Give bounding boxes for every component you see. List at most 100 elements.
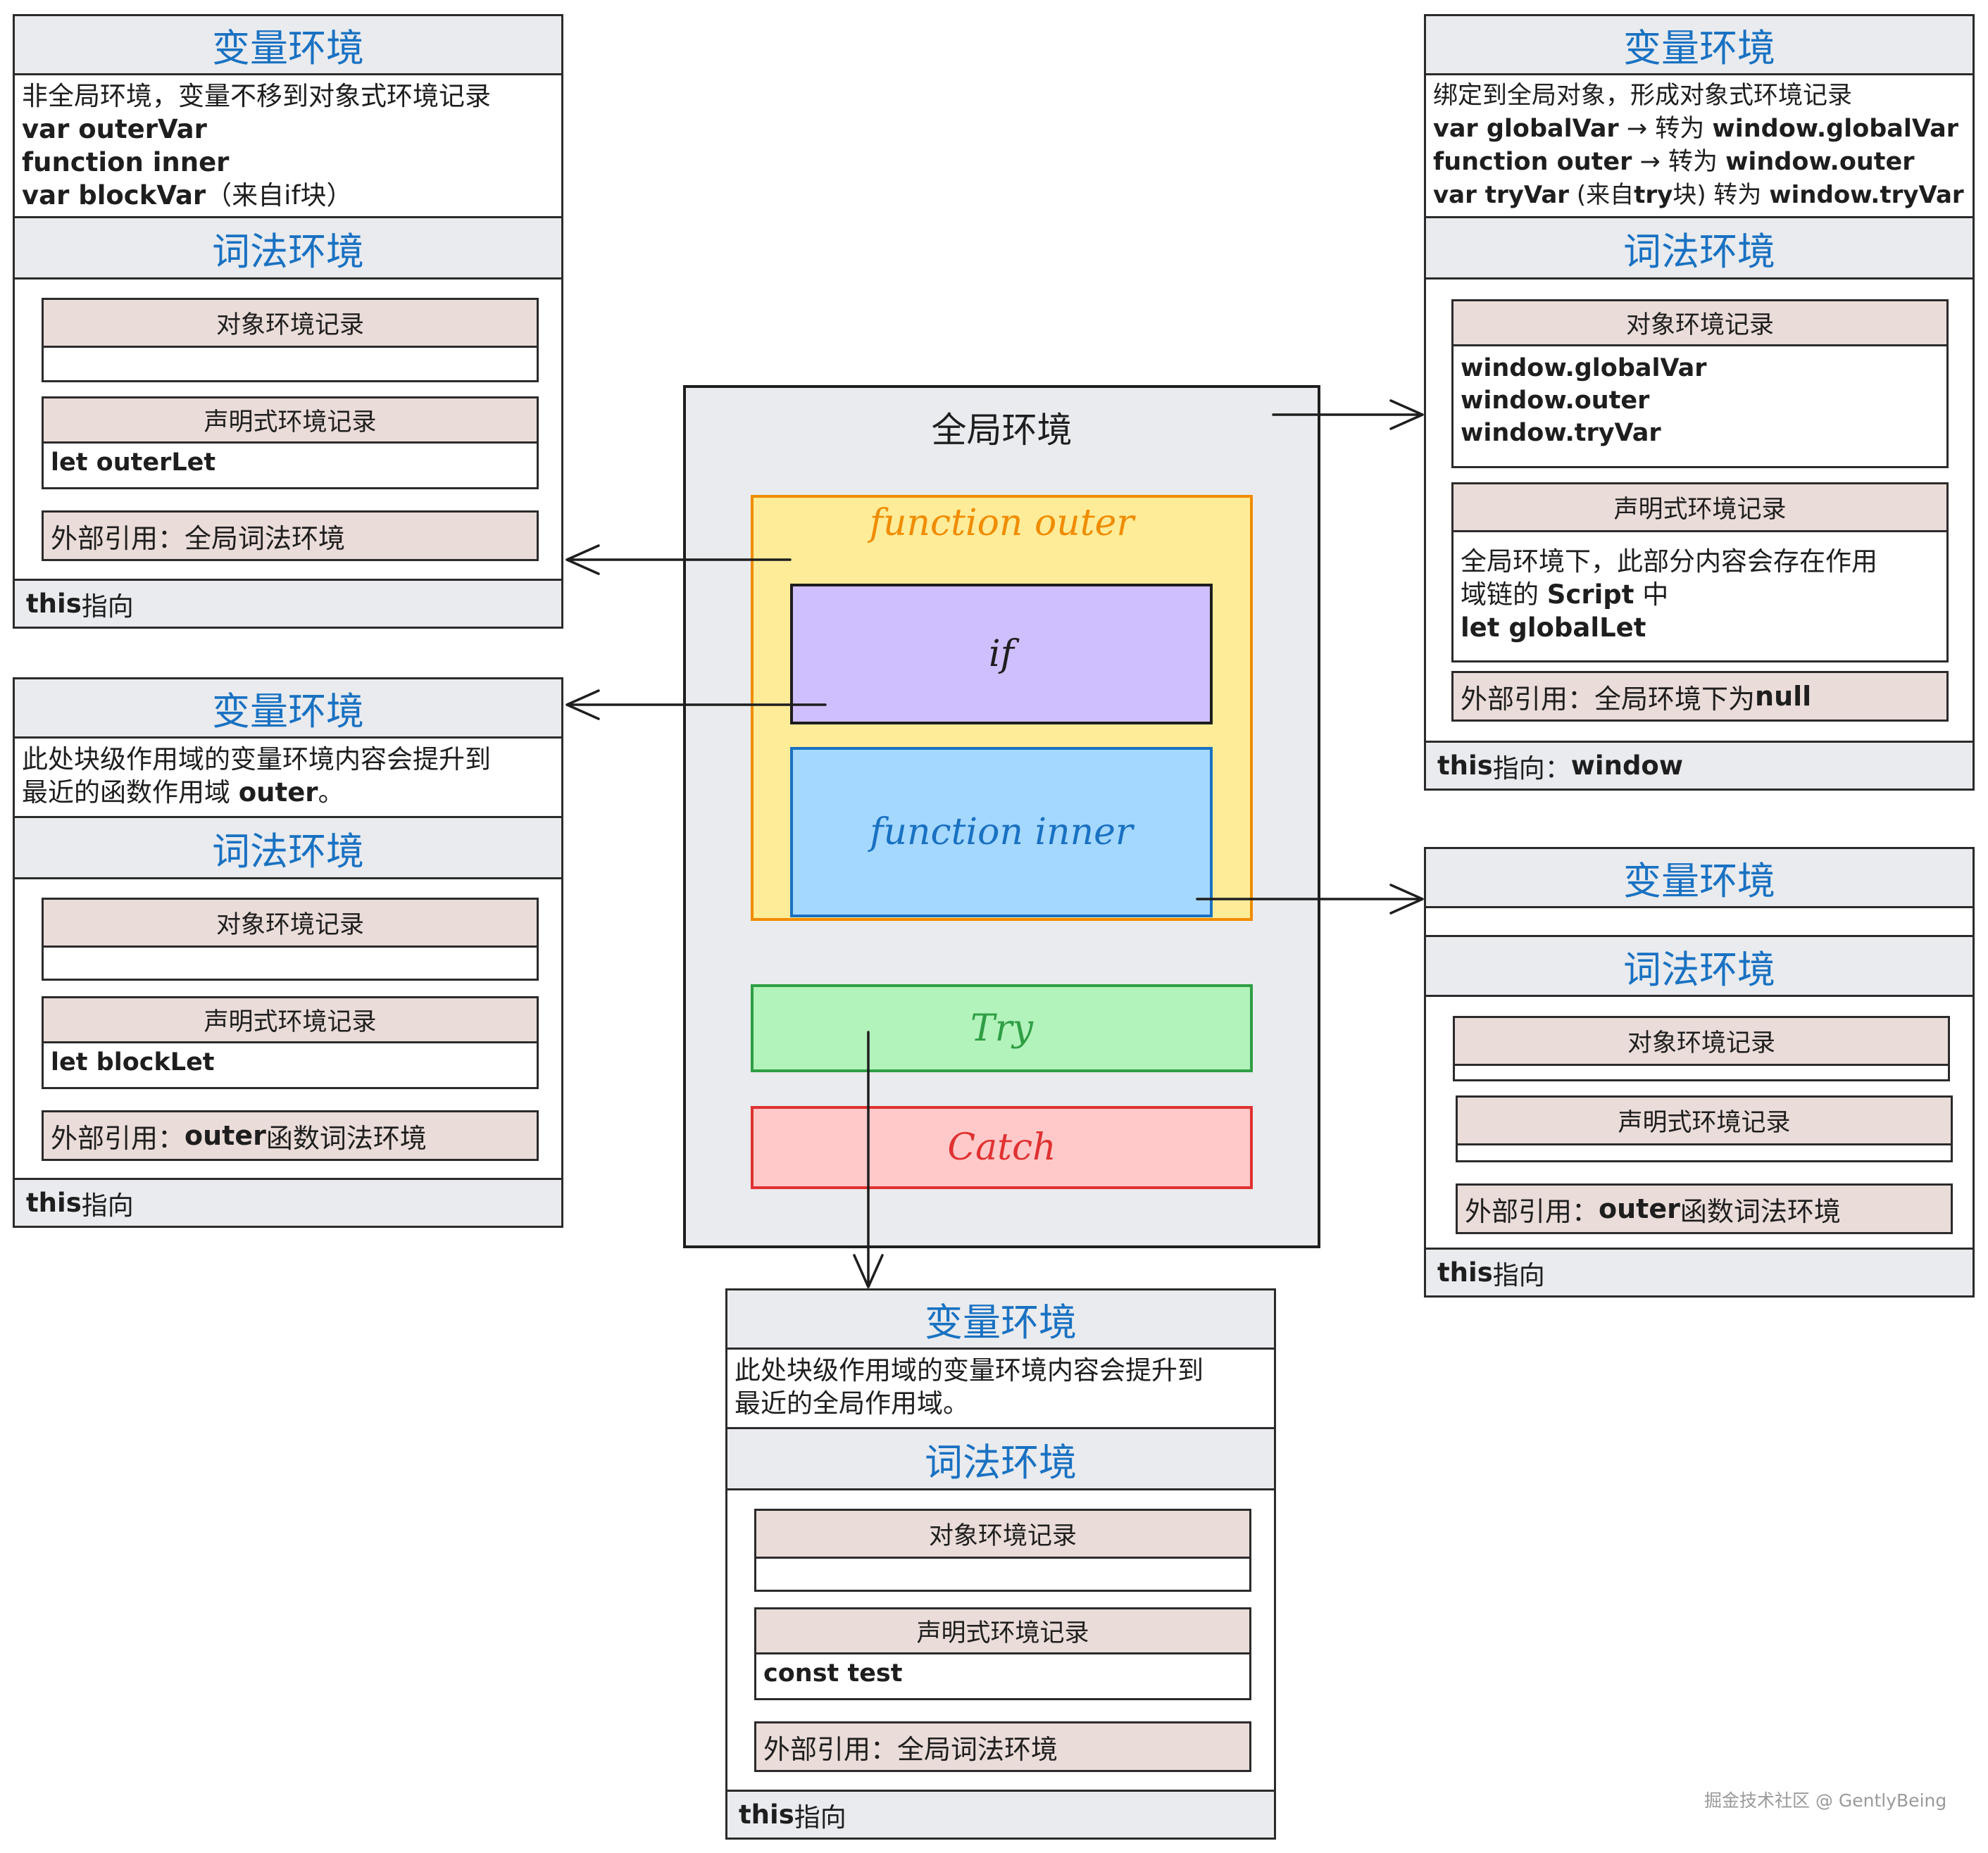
decl-desc-line2: 域链的 — [1461, 579, 1547, 610]
object-record-header: 对象环境记录 — [44, 300, 537, 348]
window-globalvar: window.globalVar — [1712, 115, 1958, 143]
object-record-header: 对象环境记录 — [44, 900, 537, 948]
window-tryvar: window.tryVar — [1769, 181, 1964, 209]
this-label: 指向 — [1492, 1260, 1545, 1290]
decl-desc-end: 中 — [1634, 579, 1669, 610]
lexical-env-title: 词法环境 — [727, 1427, 1274, 1490]
this-keyword: this — [1437, 750, 1493, 781]
object-record-header: 对象环境记录 — [756, 1511, 1249, 1559]
outer-ref-label: 外部引用：全局环境下为 — [1461, 683, 1756, 715]
this-binding-row: this 指向 — [1426, 1248, 1973, 1295]
obj-window-outer: window.outer — [1461, 387, 1650, 415]
object-record-header: 对象环境记录 — [1455, 1018, 1948, 1066]
function-outer-box[interactable]: function outer if function inner — [751, 495, 1253, 921]
window-outer: window.outer — [1725, 148, 1915, 176]
this-binding-row: this 指向：window — [1426, 741, 1973, 789]
this-window: window — [1570, 750, 1684, 781]
tryvar-from: (来自 — [1569, 181, 1634, 209]
declarative-record-header: 声明式环境记录 — [1454, 484, 1946, 532]
object-record: 对象环境记录 — [42, 298, 539, 382]
object-record: 对象环境记录 — [754, 1509, 1251, 1592]
tryvar-try: try — [1634, 181, 1673, 209]
lexical-env-title: 词法环境 — [1426, 216, 1973, 279]
arrow-global-to-global-env — [1272, 399, 1424, 430]
arrow-outer-to-outer-env — [565, 544, 792, 575]
lexical-env-title: 词法环境 — [15, 816, 561, 879]
arrow-try-to-try-env — [853, 1031, 884, 1288]
var-blockvar: var blockVar — [22, 180, 206, 211]
global-environment-box: 全局环境 function outer if function inner Tr… — [683, 385, 1320, 1248]
watermark: 掘金技术社区 @ GentlyBeing — [1704, 1790, 1947, 1811]
variable-env-desc: 非全局环境，变量不移到对象式环境记录 — [22, 81, 491, 111]
outer-reference: 外部引用：全局环境下为 null — [1451, 671, 1949, 722]
declarative-record: 声明式环境记录 const test — [754, 1607, 1251, 1700]
lexical-env-title: 词法环境 — [15, 216, 561, 279]
try-block-env-panel: 变量环境 此处块级作用域的变量环境内容会提升到 最近的全局作用域。 词法环境 对… — [725, 1288, 1276, 1840]
var-globalvar: var globalVar — [1433, 115, 1619, 143]
if-block-env-panel: 变量环境 此处块级作用域的变量环境内容会提升到 最近的函数作用域 outer。 … — [13, 677, 563, 1228]
if-block-box[interactable]: if — [790, 584, 1213, 724]
arrow-if-to-if-env — [565, 689, 827, 720]
this-label: 指向 — [794, 1802, 846, 1833]
let-globallet: let globalLet — [1461, 613, 1646, 643]
outer-ref-suffix: 函数词法环境 — [1680, 1195, 1841, 1227]
function-outer-decl: function outer — [1433, 148, 1632, 176]
lexical-env-title: 词法环境 — [1426, 935, 1973, 997]
variable-env-content: 非全局环境，变量不移到对象式环境记录 var outerVar function… — [15, 75, 561, 216]
outer-ref-label: 外部引用： — [1465, 1195, 1599, 1227]
outer-function-env-panel: 变量环境 非全局环境，变量不移到对象式环境记录 var outerVar fun… — [13, 14, 563, 629]
this-keyword: this — [26, 1188, 82, 1218]
outer-ref-outer: outer — [1599, 1193, 1680, 1224]
declarative-record: 声明式环境记录 全局环境下，此部分内容会存在作用 域链的 Script 中 le… — [1451, 482, 1949, 662]
variable-env-content: 绑定到全局对象，形成对象式环境记录 var globalVar → 转为 win… — [1426, 75, 1973, 216]
this-keyword: this — [739, 1799, 794, 1830]
outer-arrow: → 转为 — [1632, 148, 1726, 176]
global-env-panel: 变量环境 绑定到全局对象，形成对象式环境记录 var globalVar → 转… — [1424, 14, 1975, 791]
try-desc-line2: 最近的全局作用域。 — [734, 1388, 969, 1419]
this-keyword: this — [1437, 1257, 1493, 1288]
let-outerlet: let outerLet — [51, 448, 216, 477]
try-block-box[interactable]: Try — [751, 984, 1253, 1072]
object-record: 对象环境记录 window.globalVar window.outer win… — [1451, 299, 1949, 468]
variable-env-content: 此处块级作用域的变量环境内容会提升到 最近的函数作用域 outer。 — [15, 739, 561, 816]
obj-window-globalvar: window.globalVar — [1461, 354, 1707, 382]
try-block-label: Try — [970, 1007, 1033, 1050]
this-binding-row: this 指向 — [727, 1790, 1274, 1838]
function-inner-box[interactable]: function inner — [790, 747, 1213, 917]
declarative-record-header: 声明式环境记录 — [1458, 1098, 1951, 1145]
if-desc-outer: outer — [238, 777, 318, 808]
inner-function-env-panel: 变量环境 词法环境 对象环境记录 声明式环境记录 外部引用：outer 函数词法… — [1424, 847, 1975, 1298]
if-desc-line2: 最近的函数作用域 — [22, 777, 239, 808]
variable-env-title: 变量环境 — [15, 16, 561, 75]
if-desc-line1: 此处块级作用域的变量环境内容会提升到 — [22, 744, 491, 774]
variable-env-title: 变量环境 — [1426, 849, 1973, 908]
catch-block-label: Catch — [947, 1126, 1056, 1169]
global-environment-title: 全局环境 — [931, 410, 1073, 451]
object-record: 对象环境记录 — [42, 898, 539, 981]
variable-env-title: 变量环境 — [15, 679, 561, 739]
declarative-record-header: 声明式环境记录 — [44, 998, 537, 1043]
outer-reference: 外部引用：outer 函数词法环境 — [1456, 1183, 1953, 1234]
tryvar-to: 块) 转为 — [1673, 181, 1770, 209]
var-tryvar: var tryVar — [1433, 181, 1570, 209]
const-test: const test — [763, 1659, 903, 1688]
function-inner-decl: function inner — [22, 147, 230, 177]
this-binding-row: this 指向 — [15, 579, 561, 627]
let-blocklet: let blockLet — [51, 1048, 215, 1076]
declarative-record: 声明式环境记录 — [1456, 1095, 1953, 1162]
blockvar-note: （来自if块） — [206, 180, 353, 211]
outer-ref-suffix: 函数词法环境 — [265, 1122, 427, 1154]
catch-block-box[interactable]: Catch — [751, 1106, 1253, 1189]
outer-ref-null: null — [1755, 681, 1812, 712]
outer-reference: 外部引用：全局词法环境 — [42, 510, 539, 561]
variable-env-title: 变量环境 — [1426, 16, 1973, 75]
var-outervar: var outerVar — [22, 114, 207, 144]
if-block-label: if — [989, 633, 1014, 675]
declarative-record-header: 声明式环境记录 — [756, 1609, 1249, 1654]
variable-env-content: 此处块级作用域的变量环境内容会提升到 最近的全局作用域。 — [727, 1350, 1274, 1427]
arrow-inner-to-inner-env — [1196, 884, 1424, 915]
this-keyword: this — [26, 589, 82, 619]
outer-ref-label: 外部引用： — [51, 1122, 185, 1154]
object-record: 对象环境记录 — [1453, 1016, 1950, 1081]
